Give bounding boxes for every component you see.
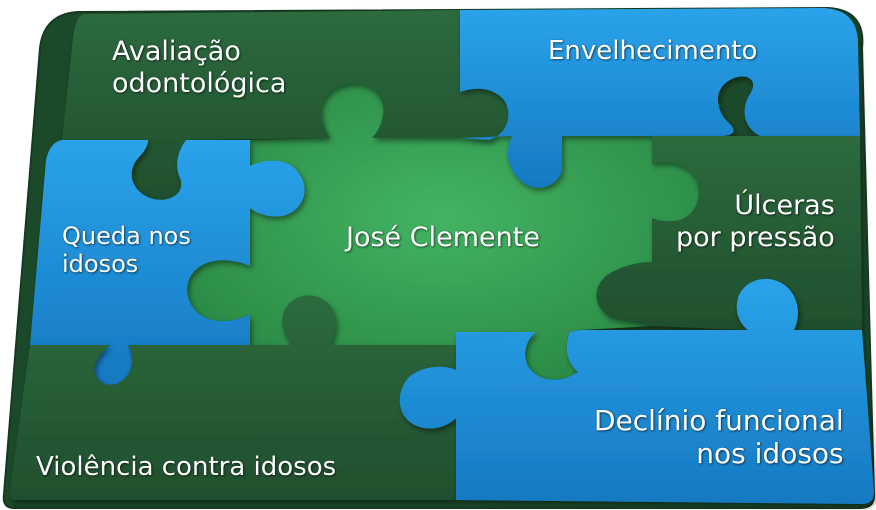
piece-queda [30,140,305,385]
piece-violencia [9,295,456,500]
label-avaliacao: Avaliação odontológica [112,36,286,100]
label-violencia: Violência contra idosos [36,452,336,483]
piece-declinio [399,278,874,504]
label-avaliacao-line-2: odontológica [112,67,287,99]
label-violencia-line-1: Violência contra idosos [36,452,337,482]
label-ulceras-line-2: por pressão [676,221,835,253]
label-envelhecimento: Envelhecimento [548,36,757,67]
label-envelhecimento-line-1: Envelhecimento [548,36,758,66]
piece-avaliacao [62,10,509,200]
label-declinio: Declínio funcional nos idosos [594,404,844,470]
piece-envelhecimento [460,8,860,188]
label-center-text: José Clemente [346,222,540,253]
label-declinio-line-1: Declínio funcional [594,404,844,437]
label-center: José Clemente [346,222,540,254]
label-ulceras: Úlceras por pressão [676,190,835,254]
piece-center [187,83,699,380]
label-ulceras-line-1: Úlceras [734,190,835,221]
label-queda: Queda nos idosos [62,222,191,279]
piece-ulceras [596,136,862,330]
label-queda-line-1: Queda nos [62,222,191,250]
label-declinio-line-2: nos idosos [696,437,844,471]
label-queda-line-2: idosos [62,250,139,279]
label-avaliacao-line-1: Avaliação [112,36,241,67]
